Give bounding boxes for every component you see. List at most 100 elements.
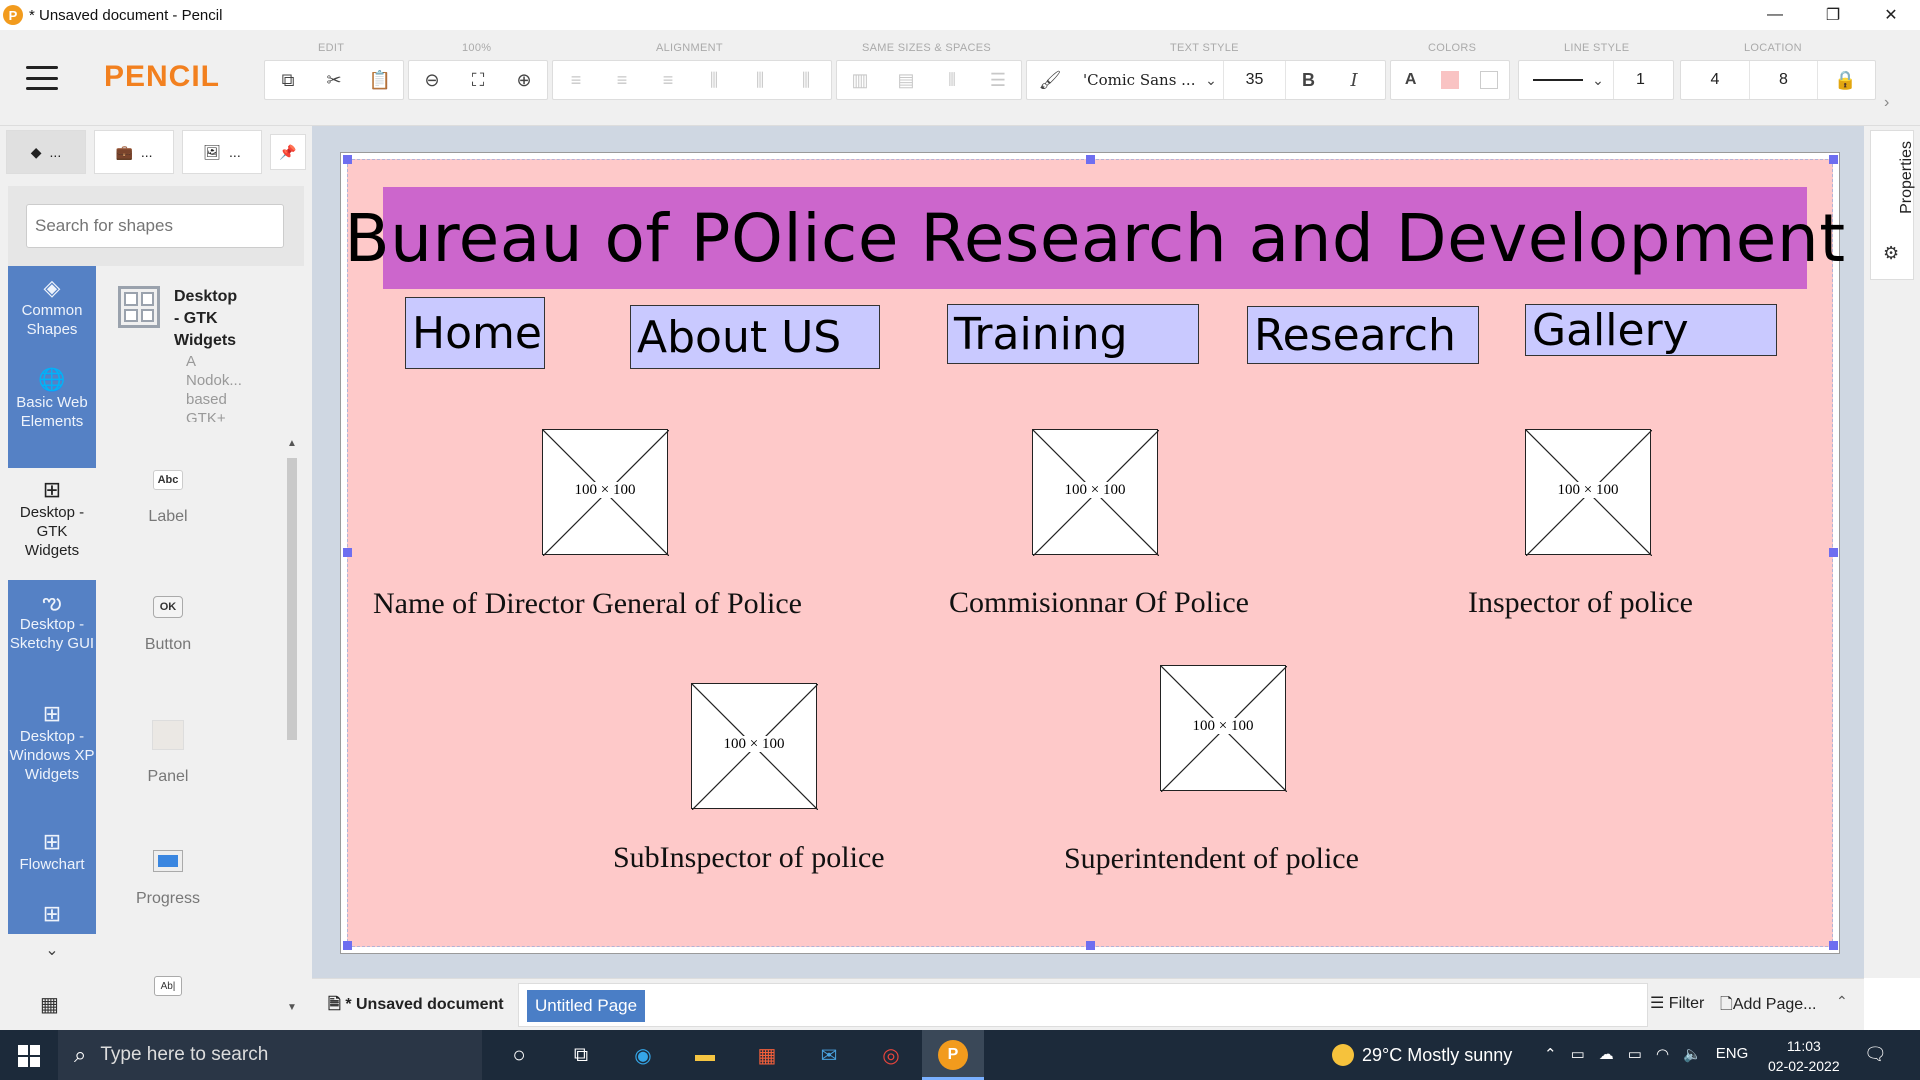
nav-training[interactable]: Training — [947, 304, 1199, 364]
font-size-field[interactable]: 35 — [1223, 61, 1285, 99]
page-banner[interactable]: Bureau of POlice Research and Developmen… — [344, 187, 1845, 289]
image-placeholder[interactable]: 100 × 100 — [542, 429, 669, 556]
selection-handle[interactable] — [343, 155, 352, 164]
category-more[interactable]: ⊞ — [8, 892, 96, 932]
category-common-shapes[interactable]: ◈ Common Shapes — [8, 266, 96, 358]
close-button[interactable]: ✕ — [1884, 7, 1898, 24]
image-placeholder[interactable]: 100 × 100 — [1525, 429, 1652, 556]
scroll-thumb[interactable] — [287, 458, 297, 740]
shape-button[interactable]: OK Button — [126, 596, 210, 654]
category-flowchart[interactable]: ⊞ Flowchart — [8, 820, 96, 892]
shape-search-input[interactable] — [26, 204, 284, 248]
cloud-icon[interactable]: ☁ — [1598, 1046, 1614, 1063]
chevron-down-icon[interactable]: ⌄ — [45, 942, 59, 959]
cortana-icon[interactable]: ○ — [512, 1042, 526, 1067]
format-painter-icon[interactable]: 🖌 — [1038, 69, 1062, 90]
copy-icon[interactable]: ⧉ — [281, 69, 295, 90]
shape-label[interactable]: Abc Label — [126, 470, 210, 526]
canvas-area[interactable]: Bureau of POlice Research and Developmen… — [312, 126, 1864, 978]
font-family-select[interactable]: 'Comic Sans ... — [1083, 71, 1196, 89]
nav-research[interactable]: Research — [1247, 306, 1479, 364]
properties-tab[interactable]: Properties ⚙ — [1870, 130, 1915, 280]
caption-commissioner[interactable]: Commisionnar Of Police — [949, 586, 1249, 619]
fit-screen-icon[interactable]: ⛶ — [471, 69, 485, 90]
filter-button[interactable]: ☰ Filter — [1650, 993, 1704, 1013]
scroll-down-icon[interactable]: ▼ — [287, 1002, 297, 1013]
zoom-in-icon[interactable]: ⊕ — [516, 69, 532, 90]
text-color-button[interactable]: A — [1404, 71, 1417, 88]
device-icon[interactable]: ▭ — [1570, 1046, 1585, 1063]
chevron-up-icon[interactable]: ⌃ — [1836, 993, 1848, 1009]
line-width-field[interactable]: 1 — [1613, 61, 1667, 99]
pencil-taskbar-button[interactable]: P — [922, 1030, 984, 1080]
taskbar-search[interactable]: ⌕ Type here to search — [58, 1030, 482, 1080]
selection-handle[interactable] — [1829, 941, 1838, 950]
category-basic-web-elements[interactable]: 🌐 Basic Web Elements — [8, 358, 96, 468]
paste-icon[interactable]: 📋 — [368, 69, 392, 90]
location-y-field[interactable]: 8 — [1749, 61, 1817, 99]
bold-button[interactable]: B — [1285, 61, 1331, 99]
weather-widget[interactable]: 29°C Mostly sunny — [1332, 1044, 1512, 1066]
same-width-icon[interactable]: ▥ — [851, 69, 869, 90]
shape-panel[interactable]: Panel — [126, 720, 210, 786]
category-gtk-widgets[interactable]: ⊞ Desktop - GTK Widgets — [8, 468, 96, 580]
align-left-icon[interactable]: ≡ — [570, 69, 582, 90]
align-middle-icon[interactable]: ⫼ — [755, 69, 765, 90]
space-vertical-icon[interactable]: ☰ — [989, 69, 1007, 90]
hamburger-menu-icon[interactable] — [26, 66, 58, 90]
selection-handle[interactable] — [1086, 941, 1095, 950]
chrome-icon[interactable]: ◎ — [882, 1044, 900, 1067]
location-x-field[interactable]: 4 — [1710, 71, 1720, 88]
tab-collections[interactable]: 💼... — [94, 130, 174, 174]
category-sketchy-gui[interactable]: ఌ Desktop - Sketchy GUI — [8, 580, 96, 692]
image-placeholder[interactable]: 100 × 100 — [691, 683, 818, 810]
drawing-page[interactable]: Bureau of POlice Research and Developmen… — [340, 152, 1845, 954]
tab-untitled-page[interactable]: Untitled Page — [527, 990, 646, 1022]
nav-gallery[interactable]: Gallery — [1525, 304, 1777, 356]
clock[interactable]: 11:03 02-02-2022 — [1768, 1036, 1840, 1076]
chevron-up-icon[interactable]: ⌃ — [1544, 1046, 1557, 1063]
caption-director-general[interactable]: Name of Director General of Police — [373, 587, 802, 620]
image-placeholder[interactable]: 100 × 100 — [1160, 665, 1287, 792]
windows-start-icon[interactable] — [18, 1045, 40, 1067]
selection-handle[interactable] — [1829, 548, 1838, 557]
tab-clipart[interactable]: 🖼... — [182, 130, 262, 174]
restore-button[interactable]: ❐ — [1825, 7, 1841, 24]
line-style-preview[interactable] — [1533, 79, 1583, 81]
microsoft-store-icon[interactable]: ▦ — [757, 1044, 777, 1067]
mail-icon[interactable]: ✉ — [820, 1044, 838, 1067]
caption-inspector[interactable]: Inspector of police — [1468, 586, 1693, 619]
selection-handle[interactable] — [1829, 155, 1838, 164]
battery-icon[interactable]: ▭ — [1627, 1046, 1642, 1063]
nav-home[interactable]: Home — [405, 297, 545, 369]
align-top-icon[interactable]: ⫼ — [709, 69, 719, 90]
italic-button[interactable]: I — [1350, 69, 1358, 91]
space-horizontal-icon[interactable]: ⫴ — [948, 69, 956, 90]
chevron-down-icon[interactable]: ⌄ — [1592, 71, 1604, 88]
caption-subinspector[interactable]: SubInspector of police — [613, 841, 885, 874]
nav-about-us[interactable]: About US — [630, 305, 880, 369]
chevron-right-icon[interactable]: › — [1884, 94, 1890, 111]
file-explorer-icon[interactable]: ▬ — [695, 1043, 715, 1066]
notifications-icon[interactable]: 🗨 — [1864, 1044, 1887, 1064]
pin-icon[interactable]: 📌 — [270, 134, 306, 170]
language-indicator[interactable]: ENG — [1715, 1045, 1749, 1062]
selection-handle[interactable] — [343, 941, 352, 950]
wifi-icon[interactable]: ◠ — [1655, 1046, 1670, 1063]
align-bottom-icon[interactable]: ⫼ — [801, 69, 811, 90]
stroke-color-button[interactable] — [1470, 61, 1509, 99]
align-right-icon[interactable]: ≡ — [662, 69, 674, 90]
apps-grid-icon[interactable]: ▦ — [40, 994, 59, 1016]
same-height-icon[interactable]: ▤ — [897, 69, 915, 90]
minimize-button[interactable]: — — [1767, 6, 1783, 23]
chevron-down-icon[interactable]: ⌄ — [1205, 71, 1217, 88]
tab-shapes[interactable]: ◆... — [6, 130, 86, 174]
image-placeholder[interactable]: 100 × 100 — [1032, 429, 1159, 556]
cut-icon[interactable]: ✂ — [326, 69, 342, 90]
selection-handle[interactable] — [1086, 155, 1095, 164]
category-windows-xp-widgets[interactable]: ⊞ Desktop - Windows XP Widgets — [8, 692, 96, 820]
task-view-icon[interactable]: ⧉ — [573, 1043, 589, 1066]
selection-handle[interactable] — [343, 548, 352, 557]
align-center-icon[interactable]: ≡ — [616, 69, 628, 90]
add-page-button[interactable]: 🗋Add Page... — [1720, 993, 1817, 1020]
